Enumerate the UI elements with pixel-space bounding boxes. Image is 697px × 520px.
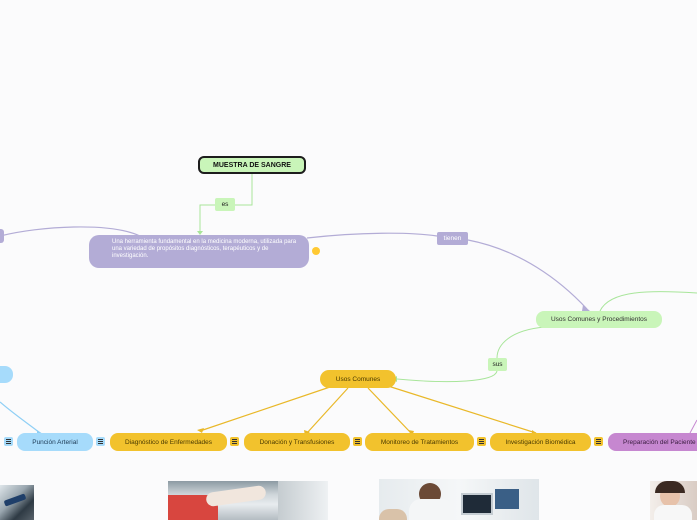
- usos-procedimientos-node[interactable]: Usos Comunes y Procedimientos: [536, 311, 662, 328]
- offscreen-node-left[interactable]: [0, 229, 4, 243]
- offscreen-blue-node[interactable]: [0, 366, 13, 383]
- photo-puncion: [0, 485, 34, 520]
- menu-icon[interactable]: [96, 437, 105, 446]
- investigacion-node[interactable]: Investigación Biomédica: [490, 433, 591, 451]
- link-label-tienen[interactable]: tienen: [437, 232, 468, 245]
- description-node[interactable]: Una herramienta fundamental en la medici…: [89, 235, 309, 268]
- donacion-node[interactable]: Donación y Transfusiones: [244, 433, 350, 451]
- link-label-es[interactable]: es: [215, 198, 235, 211]
- photo-preparacion: [650, 481, 697, 520]
- menu-icon[interactable]: [230, 437, 239, 446]
- menu-icon[interactable]: [4, 437, 13, 446]
- menu-icon[interactable]: [353, 437, 362, 446]
- monitoreo-node[interactable]: Monitoreo de Tratamientos: [365, 433, 474, 451]
- preparacion-node[interactable]: Preparación del Paciente: [608, 433, 697, 451]
- menu-icon[interactable]: [594, 437, 603, 446]
- root-node[interactable]: MUESTRA DE SANGRE: [198, 156, 306, 174]
- diagnostico-node[interactable]: Diagnóstico de Enfermedades: [110, 433, 227, 451]
- photo-donacion: [168, 481, 328, 520]
- link-label-sus[interactable]: sus: [488, 358, 507, 371]
- puncion-arterial-node[interactable]: Punción Arterial: [17, 433, 93, 451]
- menu-icon[interactable]: [477, 437, 486, 446]
- usos-comunes-node[interactable]: Usos Comunes: [320, 370, 396, 388]
- photo-monitoreo: [379, 479, 539, 520]
- emoji-face-icon[interactable]: [312, 247, 320, 255]
